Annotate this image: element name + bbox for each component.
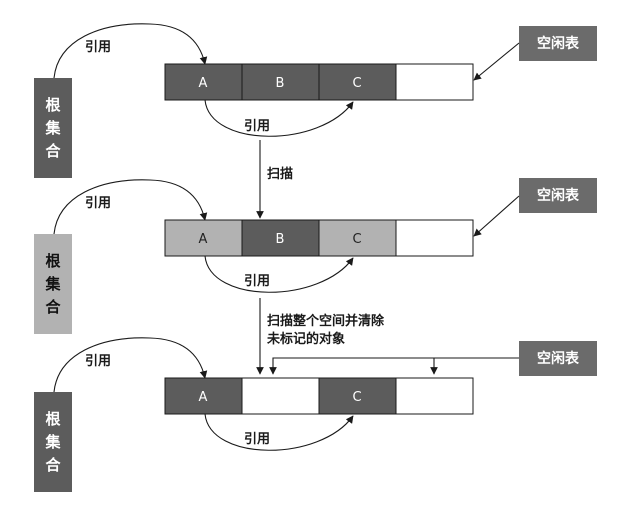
root-set-char: 集	[44, 119, 61, 137]
transition-label: 扫描整个空间并清除	[267, 313, 385, 329]
reference-label: 引用	[244, 274, 270, 289]
object-reference-arrow	[204, 255, 354, 293]
transition-label: 未标记的对象	[266, 331, 345, 347]
cell-label: A	[199, 390, 208, 405]
heap-cell	[241, 219, 320, 257]
free-list-label: 空闲表	[537, 35, 580, 52]
cell-label: C	[352, 390, 361, 405]
free-list-arrow	[269, 357, 519, 375]
root-reference-arrow	[53, 23, 208, 79]
heap-cell	[395, 63, 474, 101]
heap-cell	[164, 219, 243, 257]
root-set-char: 集	[44, 275, 61, 293]
stage-1: 根 集 合 引用 A B C 引用 空闲表	[34, 23, 597, 178]
free-list-box	[519, 178, 597, 213]
root-set-char: 合	[44, 142, 61, 160]
cell-label: B	[276, 76, 285, 91]
root-reference-arrow	[53, 337, 208, 393]
object-reference-arrow	[204, 413, 354, 451]
free-list-label: 空闲表	[537, 187, 580, 204]
heap-cell	[318, 63, 397, 101]
root-reference-arrow	[53, 179, 208, 235]
root-set-char: 根	[45, 96, 60, 114]
heap-cell	[164, 63, 243, 101]
heap-cell	[395, 377, 474, 415]
transition-label: 扫描	[267, 166, 293, 182]
root-set-box	[34, 234, 72, 334]
free-list-arrow	[473, 195, 520, 237]
stage-2: 根 集 合 引用 A B C 引用 空闲表	[34, 178, 597, 334]
heap-row: A C	[164, 377, 474, 415]
transition-scan: 扫描	[256, 140, 293, 219]
cell-label: A	[199, 232, 208, 247]
heap-cell	[318, 377, 397, 415]
heap-row: A B C	[164, 63, 474, 101]
free-list-box	[519, 26, 597, 61]
cell-label: B	[276, 232, 285, 247]
reference-label: 引用	[85, 354, 111, 369]
heap-cell	[241, 377, 320, 415]
root-set-box	[34, 78, 72, 178]
root-set-char: 合	[44, 456, 61, 474]
reference-label: 引用	[85, 40, 111, 55]
reference-label: 引用	[244, 432, 270, 447]
root-set-char: 根	[45, 410, 60, 428]
root-set-char: 合	[44, 298, 61, 316]
free-list-arrow	[473, 42, 520, 81]
free-list-label: 空闲表	[537, 350, 580, 367]
object-reference-arrow	[204, 99, 354, 137]
heap-cell	[318, 219, 397, 257]
stage-3: 根 集 合 引用 A C 引用 空闲表	[34, 337, 597, 492]
root-set-char: 集	[44, 433, 61, 451]
reference-label: 引用	[85, 196, 111, 211]
reference-label: 引用	[244, 119, 270, 134]
cell-label: C	[352, 232, 361, 247]
transition-sweep: 扫描整个空间并清除 未标记的对象	[256, 298, 385, 375]
root-set-box	[34, 392, 72, 492]
heap-row: A B C	[164, 219, 474, 257]
heap-cell	[395, 219, 474, 257]
cell-label: C	[352, 76, 361, 91]
heap-cell	[241, 63, 320, 101]
root-set-char: 根	[45, 252, 60, 270]
free-list-box	[519, 341, 597, 376]
cell-label: A	[199, 76, 208, 91]
